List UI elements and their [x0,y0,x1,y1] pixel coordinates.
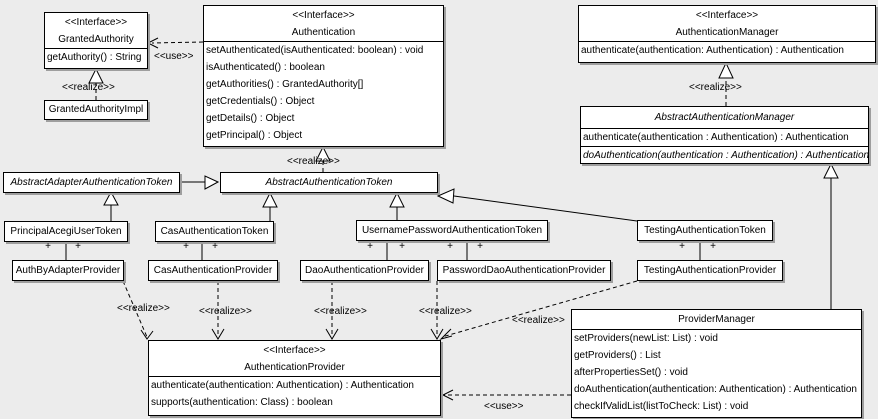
hollow-triangle-arrowheads [88,61,839,208]
association-plus-label: + [679,241,685,252]
class-principal-acegi-user-token[interactable]: PrincipalAcegiUserToken [4,221,128,242]
realize-label: <<realize>> [419,306,472,317]
class-header: ProviderManager [572,310,861,329]
association-plus-label: + [45,241,51,252]
operation: getAuthorities() : GrantedAuthority[] [206,79,364,90]
class-name: PasswordDaoAuthenticationProvider [442,264,606,276]
operations-compartment: authenticate(authentication : Authentica… [581,128,868,163]
class-name: CasAuthenticationToken [160,225,269,237]
operations-compartment: authenticate(authentication: Authenticat… [149,376,440,411]
association-plus-label: + [212,241,218,252]
class-name: AuthenticationManager [675,27,779,38]
operation: authenticate(authentication: Authenticat… [581,45,844,56]
operation: getDetails() : Object [206,113,295,124]
use-label: <<use>> [484,401,524,412]
class-name: AbstractAuthenticationToken [265,176,393,188]
class-granted-authority[interactable]: <<Interface>> GrantedAuthority getAuthor… [44,12,148,69]
class-cas-authentication-provider[interactable]: CasAuthenticationProvider [148,260,278,281]
class-abstract-authentication-token[interactable]: AbstractAuthenticationToken [220,172,438,193]
stereotype-label: <<Interface>> [292,10,355,21]
stereotype-label: <<Interface>> [64,17,128,28]
class-cas-authentication-token[interactable]: CasAuthenticationToken [155,221,274,242]
class-password-dao-authentication-provider[interactable]: PasswordDaoAuthenticationProvider [437,260,611,281]
realize-label: <<realize>> [287,156,340,167]
class-header: <<Interface>> GrantedAuthority [45,13,147,48]
stereotype-label: <<Interface>> [695,10,759,21]
class-name: ProviderManager [678,314,755,325]
class-authentication-manager[interactable]: <<Interface>> AuthenticationManager auth… [578,5,876,63]
realize-label: <<realize>> [62,82,115,93]
association-plus-label: + [477,241,483,252]
operations-compartment: setProviders(newList: List) : void getPr… [572,329,861,415]
operation: checkIfValidList(listToCheck: List) : vo… [574,401,749,412]
operation: authenticate(authentication: Authenticat… [151,380,414,391]
association-plus-label: + [75,241,81,252]
class-testing-authentication-token[interactable]: TestingAuthenticationToken [637,220,773,241]
association-plus-label: + [710,241,716,252]
class-name: GrantedAuthorityImpl [48,104,144,115]
operations-compartment: authenticate(authentication: Authenticat… [579,41,875,59]
association-plus-label: + [447,241,453,252]
operation: getCredentials() : Object [206,96,315,107]
operation: doAuthentication(authentication: Authent… [574,384,857,395]
class-provider-manager[interactable]: ProviderManager setProviders(newList: Li… [571,309,862,418]
class-name: AuthByAdapterProvider [15,264,121,276]
operation: doAuthentication(authentication : Authen… [581,146,868,163]
association-plus-label: + [183,241,189,252]
class-abstract-authentication-manager[interactable]: AbstractAuthenticationManager authentica… [580,106,869,164]
class-name: Authentication [291,27,356,38]
realize-label: <<realize>> [314,306,367,317]
class-abstract-adapter-authentication-token[interactable]: AbstractAdapterAuthenticationToken [3,172,180,193]
class-name: TestingAuthenticationProvider [643,264,777,276]
realize-label: <<realize>> [689,82,742,93]
class-username-password-authentication-token[interactable]: UsernamePasswordAuthenticationToken [356,220,548,241]
operation: setProviders(newList: List) : void [574,333,718,344]
class-authentication-provider[interactable]: <<Interface>> AuthenticationProvider aut… [148,340,441,416]
class-auth-by-adapter-provider[interactable]: AuthByAdapterProvider [12,260,124,281]
association-plus-label: + [399,241,405,252]
operations-compartment: setAuthenticated(isAuthenticated: boolea… [204,41,443,144]
dashed-dependency-lines [122,41,638,396]
class-header: AbstractAuthenticationManager [581,107,868,128]
realize-label: <<realize>> [117,303,170,314]
class-name: GrantedAuthority [58,34,134,45]
class-name: CasAuthenticationProvider [153,264,273,276]
class-dao-authentication-provider[interactable]: DaoAuthenticationProvider [300,260,429,281]
operations-compartment: getAuthority() : String [45,48,147,66]
class-header: <<Interface>> Authentication [204,6,443,41]
realize-lines [95,78,727,172]
class-name: DaoAuthenticationProvider [305,264,424,276]
operation: setAuthenticated(isAuthenticated: boolea… [206,45,424,56]
class-name: TestingAuthenticationToken [644,224,766,236]
generalization-lines [110,178,832,309]
operation: isAuthenticated() : boolean [206,62,325,73]
class-name: AuthenticationProvider [244,362,345,373]
realize-label: <<realize>> [199,306,252,317]
class-name: UsernamePasswordAuthenticationToken [361,224,543,236]
class-header: <<Interface>> AuthenticationProvider [149,341,440,376]
operation: supports(authentication: Class) : boolea… [151,397,333,408]
realize-label: <<realize>> [512,315,565,326]
stereotype-label: <<Interface>> [263,345,326,356]
use-label: <<use>> [154,51,194,62]
open-arrowheads [140,37,454,401]
operation: afterPropertiesSet() : void [574,367,688,378]
association-plus-label: + [367,241,373,252]
operation: getPrincipal() : Object [206,130,303,141]
class-name: AbstractAdapterAuthenticationToken [10,176,173,188]
class-authentication[interactable]: <<Interface>> Authentication setAuthenti… [203,5,444,147]
class-name: AbstractAuthenticationManager [654,112,795,123]
operation: getAuthority() : String [47,52,142,63]
operation: getProviders() : List [574,350,661,361]
association-lines [65,240,701,260]
class-testing-authentication-provider[interactable]: TestingAuthenticationProvider [637,260,783,281]
class-granted-authority-impl[interactable]: GrantedAuthorityImpl [44,100,148,120]
operation: authenticate(authentication : Authentica… [583,132,849,143]
class-header: <<Interface>> AuthenticationManager [579,6,875,41]
class-name: PrincipalAcegiUserToken [10,225,122,237]
